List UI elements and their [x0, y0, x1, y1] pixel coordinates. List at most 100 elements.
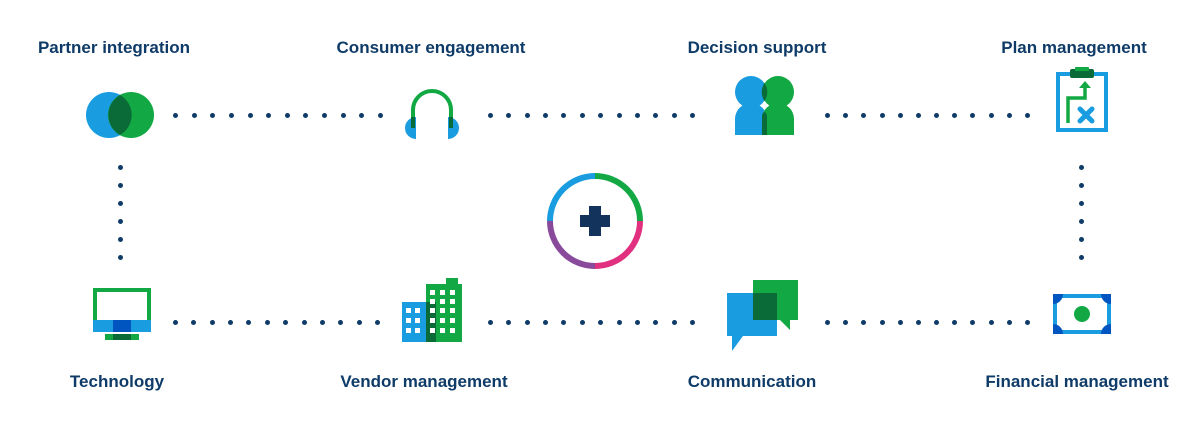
connector-dot: [284, 112, 290, 118]
connector-dot: [524, 112, 530, 118]
plus-ring-icon: [547, 173, 643, 269]
connector-dot: [377, 112, 383, 118]
connector-dot: [952, 112, 958, 118]
connector-dot: [689, 112, 695, 118]
connector-dot: [598, 319, 604, 325]
connector-dot: [191, 112, 197, 118]
connector-dot: [359, 112, 365, 118]
connector-dot: [634, 112, 640, 118]
chat-bubbles-icon: [727, 280, 798, 351]
connector-partner-to-consumer: [173, 112, 383, 118]
connector-dot: [1078, 219, 1084, 224]
connector-dot: [970, 319, 976, 325]
connector-dot: [301, 319, 307, 325]
connector-partner-to-technology: [117, 165, 123, 260]
clipboard-icon: [1056, 67, 1108, 132]
connector-dot: [303, 112, 309, 118]
connector-dot: [671, 112, 677, 118]
connector-plan-to-financial: [1078, 165, 1084, 260]
connector-dot: [579, 319, 585, 325]
connector-dot: [861, 112, 867, 118]
connector-dot: [561, 319, 567, 325]
connector-dot: [579, 112, 585, 118]
connector-dot: [173, 319, 178, 325]
connector-dot: [266, 112, 272, 118]
connector-dot: [689, 319, 695, 325]
connector-dot: [488, 112, 493, 118]
connector-dot: [117, 165, 123, 170]
connector-dot: [988, 112, 994, 118]
connector-dot: [915, 112, 921, 118]
overlapping-circles-icon: [86, 92, 154, 138]
connector-dot: [283, 319, 289, 325]
node-label-financial-management: Financial management: [985, 372, 1169, 391]
connector-dot: [598, 112, 604, 118]
connector-dot: [653, 319, 659, 325]
connector-dot: [319, 319, 325, 325]
connector-dot: [340, 112, 346, 118]
connector-consumer-to-decision: [488, 112, 695, 118]
connector-dot: [561, 112, 567, 118]
node-label-consumer-engagement: Consumer engagement: [336, 38, 526, 57]
connector-dot: [653, 112, 659, 118]
node-label-communication: Communication: [687, 372, 817, 391]
node-label-vendor-management: Vendor management: [340, 372, 508, 391]
node-label-technology: Technology: [69, 372, 165, 391]
node-label-decision-support: Decision support: [687, 38, 827, 57]
connector-dot: [1024, 112, 1030, 118]
connector-dot: [988, 319, 994, 325]
connector-dot: [322, 112, 327, 118]
connector-dot: [246, 319, 252, 325]
connector-dot: [843, 319, 849, 325]
connector-dot: [861, 319, 867, 325]
connector-dot: [825, 319, 830, 325]
headphones-icon: [405, 89, 459, 139]
connector-dot: [173, 112, 178, 118]
connector-communication-to-financial: [825, 319, 1030, 325]
connector-dot: [117, 237, 123, 242]
banknote-icon: [1053, 294, 1111, 334]
connector-dot: [970, 112, 976, 118]
connector-dot: [506, 319, 512, 325]
connector-dot: [1078, 201, 1084, 206]
connector-dot: [1078, 237, 1084, 242]
connector-dot: [356, 319, 362, 325]
connector-dot: [897, 319, 903, 325]
connector-dot: [247, 112, 253, 118]
connector-technology-to-vendor: [173, 319, 380, 325]
connector-dot: [671, 319, 677, 325]
connector-dot: [488, 319, 493, 325]
connector-dot: [543, 112, 549, 118]
connector-dot: [228, 112, 234, 118]
connector-dot: [915, 319, 921, 325]
connector-dot: [616, 319, 622, 325]
connector-vendor-to-communication: [488, 319, 695, 325]
connector-dot: [897, 112, 903, 118]
monitor-icon: [93, 288, 151, 340]
connector-dot: [1078, 255, 1084, 260]
connector-dot: [210, 112, 216, 118]
connector-dot: [843, 112, 849, 118]
connector-dot: [117, 201, 123, 206]
connector-dot: [934, 319, 940, 325]
connector-dot: [1078, 183, 1084, 188]
connector-dot: [524, 319, 530, 325]
connector-dot: [543, 319, 549, 325]
connector-dot: [952, 319, 958, 325]
connector-decision-to-plan: [825, 112, 1030, 118]
node-label-plan-management: Plan management: [1001, 38, 1147, 57]
connector-dot: [825, 112, 830, 118]
connector-dot: [117, 183, 123, 188]
connector-dot: [191, 319, 197, 325]
connector-dot: [934, 112, 940, 118]
connector-dot: [228, 319, 234, 325]
connector-dot: [634, 319, 640, 325]
buildings-icon: [402, 278, 462, 342]
connector-dot: [1024, 319, 1030, 325]
people-icon: [735, 76, 794, 135]
connector-dot: [879, 319, 885, 325]
connector-dot: [374, 319, 380, 325]
connector-dot: [1006, 319, 1012, 325]
connector-dot: [117, 255, 123, 260]
connector-dot: [879, 112, 885, 118]
